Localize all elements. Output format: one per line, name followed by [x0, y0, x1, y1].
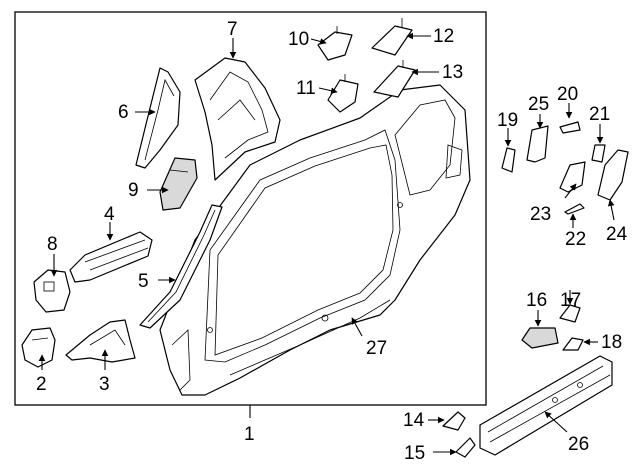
callout-20: 20 [557, 84, 578, 105]
callout-12: 12 [433, 26, 454, 47]
part-10-mount [317, 26, 353, 61]
leader-lines [38, 32, 615, 456]
callout-17: 17 [560, 290, 581, 311]
part-15 [455, 437, 476, 458]
part-17 [559, 304, 581, 323]
part-11-mount [327, 74, 359, 113]
callout-16: 16 [526, 290, 547, 311]
callout-19: 19 [497, 110, 518, 131]
part-21 [591, 144, 606, 163]
callout-26: 26 [568, 434, 589, 455]
part-14 [442, 411, 466, 431]
part-12-mount [371, 18, 413, 56]
callout-2: 2 [36, 374, 47, 395]
callout-13: 13 [442, 62, 463, 83]
part-9-bracket [159, 157, 198, 211]
part-26-rocker [479, 355, 613, 456]
callout-6: 6 [118, 102, 129, 123]
callout-9: 9 [128, 180, 139, 201]
part-20 [559, 121, 581, 134]
part-4-rail [69, 231, 153, 283]
part-7-inner-panel [194, 57, 281, 181]
part-18 [562, 337, 584, 351]
part-2-block [21, 327, 56, 368]
callout-18: 18 [601, 332, 622, 353]
callout-24: 24 [606, 224, 628, 245]
callout-3: 3 [99, 374, 110, 395]
callout-21: 21 [589, 104, 610, 125]
part-6-panel [135, 67, 181, 169]
callout-4: 4 [104, 204, 115, 225]
part-25 [526, 125, 549, 163]
callout-11: 11 [296, 78, 316, 99]
callout-5: 5 [138, 271, 149, 292]
callout-15: 15 [404, 443, 425, 464]
callout-22: 22 [565, 229, 586, 250]
callout-1: 1 [244, 424, 255, 445]
callout-23: 23 [530, 204, 551, 225]
part-16 [521, 327, 559, 349]
part-8-block [33, 269, 71, 313]
callout-25: 25 [528, 94, 549, 115]
callout-14: 14 [403, 410, 425, 431]
callout-7: 7 [227, 19, 238, 40]
part-19 [501, 147, 516, 173]
part-22 [564, 203, 585, 215]
callout-10: 10 [288, 29, 309, 50]
part-23 [559, 161, 586, 193]
part-27-side-panel [159, 84, 471, 396]
part-5-pillar-strip [139, 204, 223, 329]
part-3-bracket [65, 319, 136, 363]
callout-27: 27 [366, 338, 387, 359]
callout-8: 8 [47, 234, 58, 255]
